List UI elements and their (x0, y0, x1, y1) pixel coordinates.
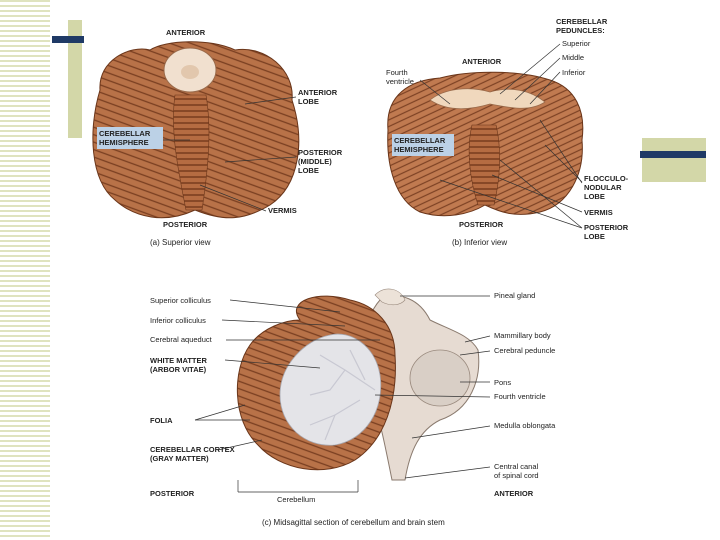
label-c-fourth-ventricle: Fourth ventricle (494, 392, 546, 401)
label-b-inferior: Inferior (562, 68, 586, 77)
label-a-posterior-lobe-3: LOBE (298, 166, 319, 175)
label-c-central-canal-2: of spinal cord (494, 471, 539, 480)
label-b-vermis: VERMIS (584, 208, 613, 217)
panel-c-midsagittal-section (237, 289, 478, 480)
label-c-inferior-colliculus: Inferior colliculus (150, 316, 206, 325)
label-b-posterior: POSTERIOR (459, 220, 504, 229)
label-b-middle: Middle (562, 53, 584, 62)
label-c-anterior: ANTERIOR (494, 489, 534, 498)
caption-a: (a) Superior view (150, 238, 211, 247)
label-c-superior-colliculus: Superior colliculus (150, 296, 211, 305)
label-b-hemisphere-1: CEREBELLAR (394, 136, 446, 145)
label-b-flocculo-3: LOBE (584, 192, 605, 201)
label-a-anterior-lobe-2: LOBE (298, 97, 319, 106)
label-b-flocculo-2: NODULAR (584, 183, 622, 192)
label-a-hemisphere-2: HEMISPHERE (99, 138, 149, 147)
label-c-mammillary-body: Mammillary body (494, 331, 551, 340)
label-c-cortex-1: CEREBELLAR CORTEX (150, 445, 235, 454)
label-c-folia: FOLIA (150, 416, 173, 425)
label-b-anterior: ANTERIOR (462, 57, 502, 66)
caption-b: (b) Inferior view (452, 238, 507, 247)
label-a-posterior: POSTERIOR (163, 220, 208, 229)
label-b-fourth-ventricle-2: ventricle (386, 77, 414, 86)
label-a-hemisphere-1: CEREBELLAR (99, 129, 151, 138)
label-c-pons: Pons (494, 378, 511, 387)
midbrain-aqueduct-mark (181, 65, 199, 79)
label-a-anterior: ANTERIOR (166, 28, 206, 37)
label-c-cerebellum: Cerebellum (277, 495, 315, 504)
label-b-superior: Superior (562, 39, 591, 48)
label-b-peduncles-2: PEDUNCLES: (556, 26, 605, 35)
label-c-white-matter-1: WHITE MATTER (150, 356, 208, 365)
label-c-cerebral-aqueduct: Cerebral aqueduct (150, 335, 213, 344)
label-b-hemisphere-2: HEMISPHERE (394, 145, 444, 154)
label-c-pineal-gland: Pineal gland (494, 291, 535, 300)
label-c-posterior: POSTERIOR (150, 489, 195, 498)
label-a-posterior-lobe-1: POSTERIOR (298, 148, 343, 157)
label-b-flocculo-1: FLOCCULO- (584, 174, 629, 183)
label-a-posterior-lobe-2: (MIDDLE) (298, 157, 332, 166)
label-b-posterior-lobe-1: POSTERIOR (584, 223, 629, 232)
label-b-posterior-lobe-2: LOBE (584, 232, 605, 241)
label-c-medulla: Medulla oblongata (494, 421, 556, 430)
label-b-fourth-ventricle-1: Fourth (386, 68, 408, 77)
label-c-cortex-2: (GRAY MATTER) (150, 454, 209, 463)
label-a-vermis: VERMIS (268, 206, 297, 215)
label-c-white-matter-2: (ARBOR VITAE) (150, 365, 207, 374)
caption-c: (c) Midsagittal section of cerebellum an… (262, 518, 445, 527)
pons-bulge (410, 350, 470, 406)
label-b-peduncles-1: CEREBELLAR (556, 17, 608, 26)
label-a-anterior-lobe-1: ANTERIOR (298, 88, 338, 97)
label-c-cerebral-peduncle: Cerebral peduncle (494, 346, 555, 355)
label-c-central-canal-1: Central canal (494, 462, 539, 471)
